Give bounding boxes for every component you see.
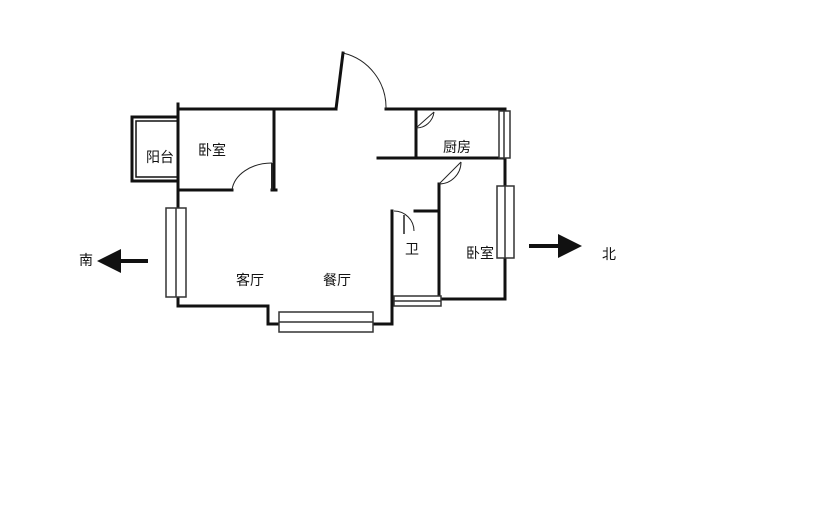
kitchen-door-top	[415, 111, 435, 129]
bathroom-door	[393, 210, 415, 232]
walls	[130, 51, 507, 326]
room-label-living-room: 客厅	[236, 272, 264, 289]
direction-labels: 南 北	[79, 247, 616, 269]
direction-label-north: 北	[602, 247, 616, 263]
room-label-balcony: 阳台	[146, 150, 174, 166]
arrow-south	[97, 249, 148, 273]
balcony-wall-inner	[135, 120, 177, 178]
room-label-bedroom-south: 卧室	[198, 142, 226, 159]
bedroom-south-door	[231, 162, 273, 191]
bottom-wall-right	[371, 304, 394, 326]
room-label-bedroom-north: 卧室	[466, 245, 494, 262]
balcony-wall	[130, 115, 180, 183]
room-label-kitchen: 厨房	[443, 140, 471, 156]
doors	[231, 52, 462, 234]
arrow-north	[529, 234, 582, 258]
direction-arrows	[97, 234, 582, 273]
room-labels: 阳台 卧室 厨房 卫 卧室 客厅 餐厅	[146, 140, 494, 289]
room-label-dining-room: 餐厅	[323, 273, 351, 289]
direction-label-south: 南	[79, 253, 93, 269]
room-label-bathroom: 卫	[405, 242, 419, 258]
windows	[165, 110, 515, 333]
entry-wall	[334, 51, 345, 111]
kitchen-door-bottom	[438, 161, 462, 185]
entry-door	[342, 52, 387, 110]
bottom-wall-left	[176, 304, 281, 326]
